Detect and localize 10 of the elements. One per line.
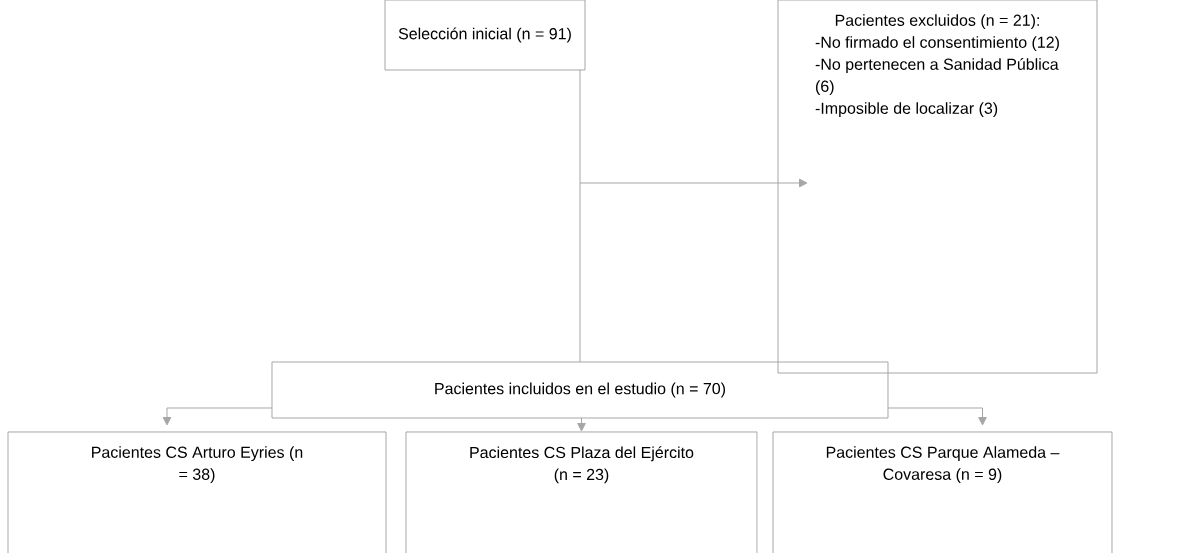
process-box: Selección inicial (n = 91) <box>384 0 586 71</box>
process-box: Pacientes CS Arturo Eyries (n = 38) <box>7 431 387 553</box>
arrow <box>577 417 586 432</box>
arrow <box>579 178 808 188</box>
arrow <box>887 407 987 426</box>
process-box: Pacientes excluidos (n = 21): -No firmado el consentimiento (12) -No pertenecen a Sanidad Pública (6) -Imposible de localizar (3) <box>777 0 1098 374</box>
process-box: Pacientes CS Parque Alameda – Covaresa (n = 9) <box>772 431 1113 553</box>
process-box: Pacientes incluidos en el estudio (n = 70) <box>271 361 889 419</box>
arrow <box>162 407 273 426</box>
process-box: Pacientes CS Plaza del Ejército (n = 23) <box>405 431 758 553</box>
